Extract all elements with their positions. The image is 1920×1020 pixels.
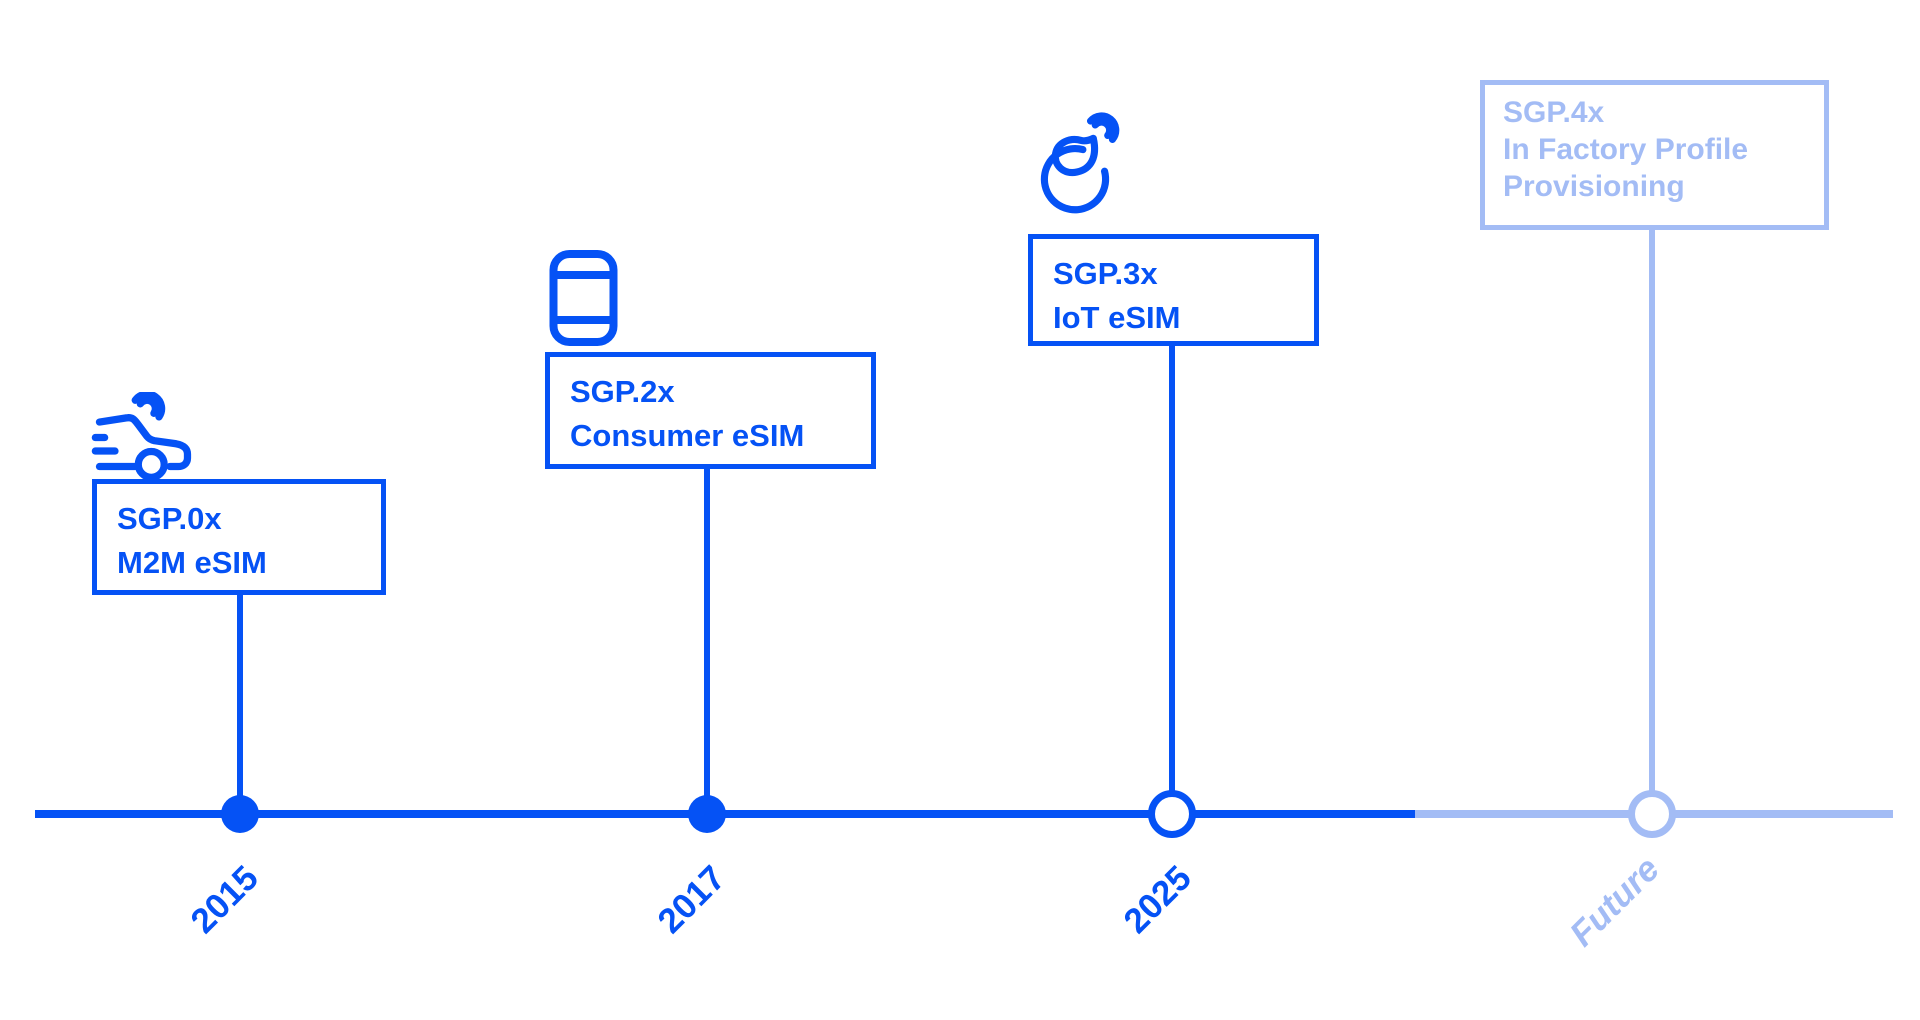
connector-line-sgp3x (1169, 343, 1175, 793)
spec-subtitle: IoT eSIM (1053, 300, 1181, 336)
year-label-2015: 2015 (183, 858, 266, 941)
timeline-marker-2025 (1148, 790, 1196, 838)
timeline-marker-future (1628, 790, 1676, 838)
year-label-2017: 2017 (650, 858, 733, 941)
connector-line-sgp2x (704, 466, 710, 802)
year-label-future: Future (1562, 849, 1667, 954)
spec-subtitle: Consumer eSIM (570, 418, 805, 454)
spec-title: SGP.4x (1503, 96, 1605, 129)
year-label-2025: 2025 (1116, 858, 1199, 941)
connector-line-sgp4x (1649, 226, 1655, 793)
spec-title: SGP.3x (1053, 256, 1158, 291)
spec-subtitle: M2M eSIM (117, 545, 267, 581)
spec-box-sgp4x: SGP.4x In Factory Profile Provisioning (1480, 80, 1829, 230)
smartphone-icon (546, 248, 621, 348)
connector-line-sgp0x (237, 594, 243, 802)
spec-subtitle-2: Provisioning (1503, 169, 1685, 203)
spec-title: SGP.0x (117, 501, 222, 536)
timeline-marker-2015 (221, 795, 259, 833)
spec-box-sgp3x: SGP.3x IoT eSIM (1028, 234, 1319, 346)
spec-box-sgp2x: SGP.2x Consumer eSIM (545, 352, 876, 469)
spec-title: SGP.2x (570, 374, 675, 409)
connected-car-icon (86, 392, 202, 480)
spec-box-sgp0x: SGP.0x M2M eSIM (92, 479, 386, 595)
spec-subtitle: In Factory Profile (1503, 132, 1749, 166)
iot-gauge-icon (1026, 108, 1128, 232)
timeline-marker-2017 (688, 795, 726, 833)
